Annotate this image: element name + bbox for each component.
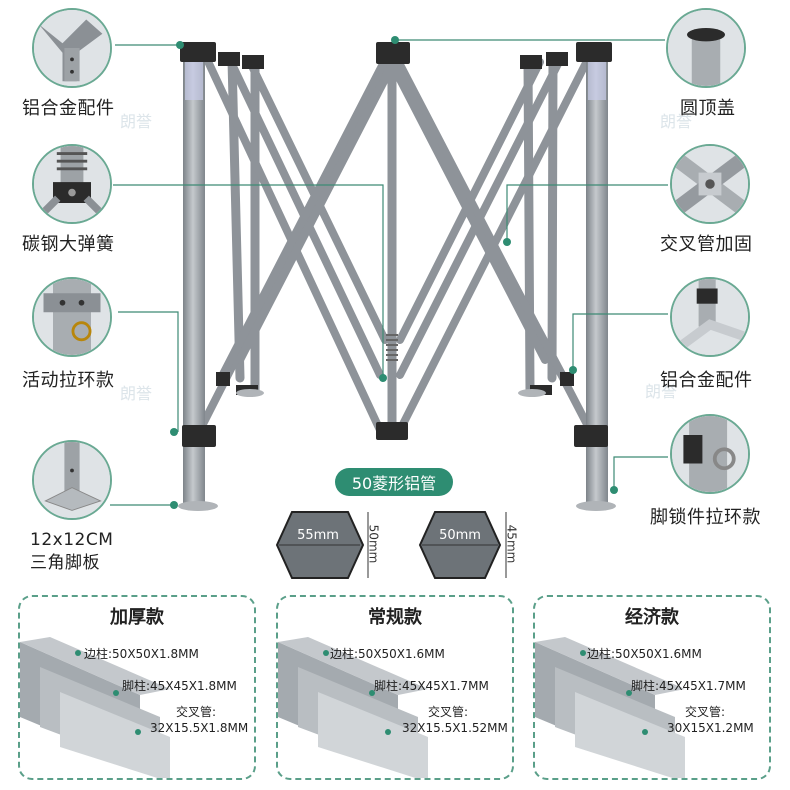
hex1-height: 50mm xyxy=(366,524,381,564)
spec-cross-label: 交叉管: xyxy=(176,705,217,719)
spec-card-thick: 加厚款 边柱:50X50X1.8MM 脚柱:45X45X1.8MM 交叉管: 3… xyxy=(18,595,256,780)
watermark: 朗誉 xyxy=(645,382,678,401)
spec-leg-post: 脚柱:45X45X1.7MM xyxy=(374,679,489,693)
spec-side-post: 边柱:50X50X1.6MM xyxy=(587,647,702,661)
spec-side-post: 边柱:50X50X1.8MM xyxy=(84,647,199,661)
watermark: 朗誉 xyxy=(660,112,693,131)
tube-section-title: 50菱形铝管 xyxy=(335,468,453,496)
watermark: 朗誉 xyxy=(120,112,153,131)
spec-cross-label: 交叉管: xyxy=(685,705,726,719)
spec-title: 经济款 xyxy=(625,607,679,628)
callout-label: 碳钢大弹簧 xyxy=(22,234,115,255)
dome-cap-icon xyxy=(666,8,746,88)
callout-label: 铝合金配件 xyxy=(22,98,115,119)
callout-label: 铝合金配件 xyxy=(660,370,753,391)
callout-label: 活动拉环款 xyxy=(22,370,115,391)
hex2-width: 50mm xyxy=(439,528,481,543)
callout-label: 交叉管加固 xyxy=(660,234,753,255)
spec-cross-label: 交叉管: xyxy=(428,705,469,719)
carbon-spring-icon xyxy=(32,144,112,224)
callout-label: 12x12CM xyxy=(30,530,114,550)
callout-label: 脚锁件拉环款 xyxy=(650,507,761,528)
hex1-width: 55mm xyxy=(297,528,339,543)
spec-card-standard: 常规款 边柱:50X50X1.6MM 脚柱:45X45X1.7MM 交叉管: 3… xyxy=(276,595,514,780)
triangle-footplate-icon xyxy=(32,440,112,520)
spec-leg-post: 脚柱:45X45X1.7MM xyxy=(631,679,746,693)
spec-card-economy: 经济款 边柱:50X50X1.6MM 脚柱:45X45X1.7MM 交叉管: 3… xyxy=(533,595,771,780)
spec-leg-post: 脚柱:45X45X1.8MM xyxy=(122,679,237,693)
aluminum-joint-icon xyxy=(32,8,112,88)
aluminum-bracket-icon xyxy=(670,277,750,357)
spec-cross-tube: 32X15.5X1.8MM xyxy=(150,721,249,735)
cross-tube-icon xyxy=(670,144,750,224)
hex2-height: 45mm xyxy=(504,524,519,564)
spec-title: 加厚款 xyxy=(110,607,164,628)
spec-title: 常规款 xyxy=(368,607,422,628)
callout-label: 三角脚板 xyxy=(30,553,100,573)
spec-cross-tube: 30X15X1.2MM xyxy=(667,721,754,735)
spec-side-post: 边柱:50X50X1.6MM xyxy=(330,647,445,661)
pull-ring-icon xyxy=(32,277,112,357)
spec-cross-tube: 32X15.5X1.52MM xyxy=(402,721,508,735)
callout-label: 圆顶盖 xyxy=(680,98,736,119)
watermark: 朗誉 xyxy=(120,384,153,403)
foot-lock-ring-icon xyxy=(670,414,750,494)
